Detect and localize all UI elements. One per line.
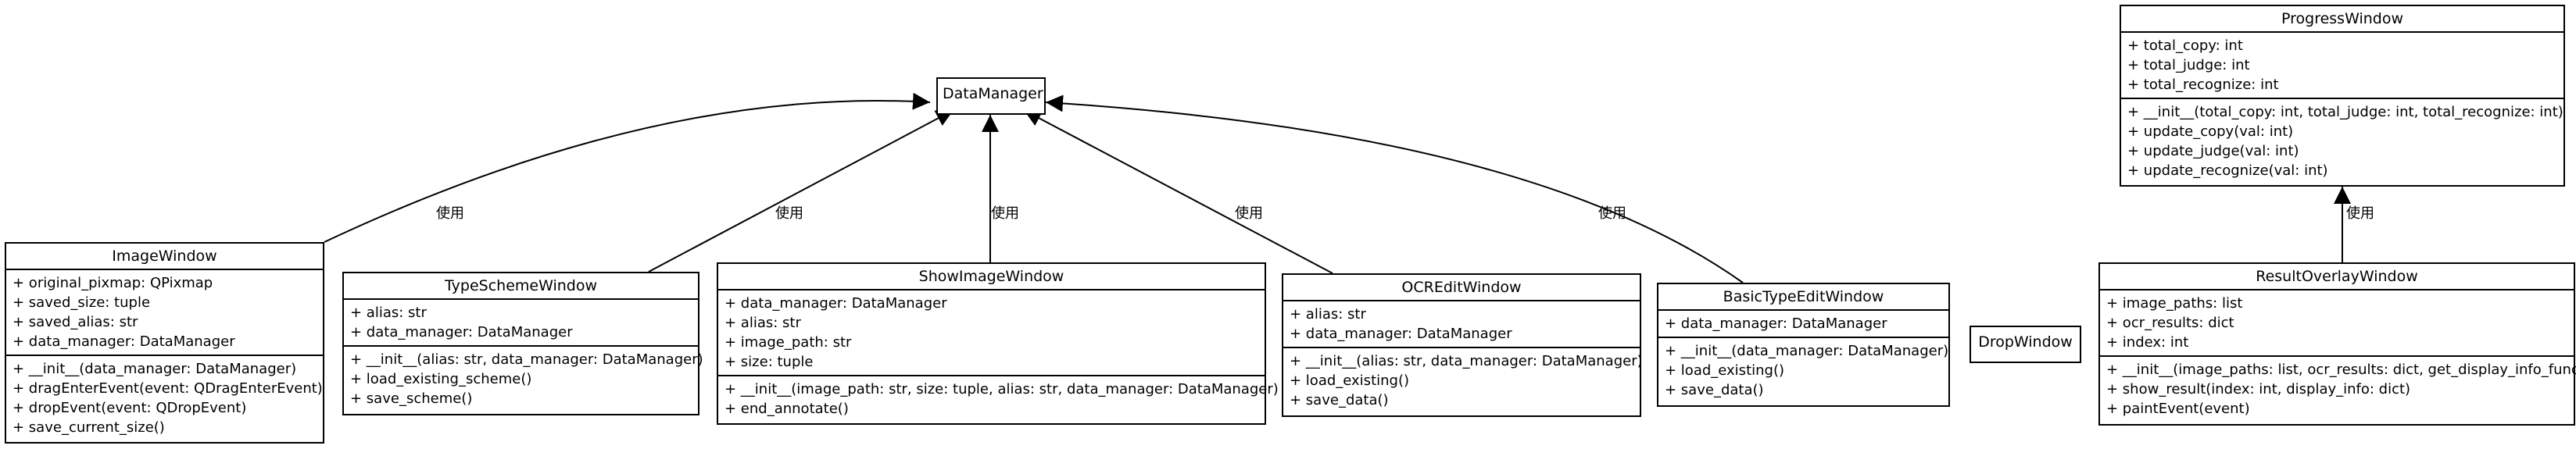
method-row: + dropEvent(event: QDropEvent) (13, 400, 247, 416)
edge-ocr-edit-window-to-data-manager (1023, 109, 1333, 274)
class-name: ShowImageWindow (918, 268, 1064, 285)
attributes-section: + original_pixmap: QPixmap + saved_size:… (6, 269, 323, 355)
attributes-section: + image_paths: list + ocr_results: dict … (2100, 289, 2574, 355)
edge-label-basic-type-edit-window: 使用 (1598, 205, 1626, 222)
method-row: + save_data() (1290, 392, 1389, 408)
class-ocr-edit-window: OCREditWindow + alias: str + data_manage… (1282, 273, 1643, 417)
edge-image-window-to-data-manager (324, 92, 931, 243)
class-show-image-window: ShowImageWindow + data_manager: DataMana… (717, 262, 1279, 425)
class-progress-window: ProgressWindow + total_copy: int + total… (2120, 5, 2565, 187)
method-row: + save_data() (1665, 382, 1764, 398)
attribute-row: + original_pixmap: QPixmap (13, 275, 213, 291)
attribute-row: + image_path: str (724, 334, 852, 351)
class-name: BasicTypeEditWindow (1723, 288, 1884, 305)
method-row: + __init__(alias: str, data_manager: Dat… (350, 351, 703, 368)
methods-section: + __init__(data_manager: DataManager) + … (6, 355, 323, 440)
method-row: + dragEnterEvent(event: QDragEnterEvent) (13, 380, 323, 397)
class-data-manager: DataManager (936, 77, 1046, 115)
methods-section: + __init__(image_path: str, size: tuple,… (718, 375, 1279, 422)
edge-type-scheme-window-to-data-manager (648, 109, 954, 273)
method-row: + __init__(total_copy: int, total_judge:… (2127, 104, 2563, 120)
method-row: + __init__(data_manager: DataManager) (1665, 343, 1949, 359)
class-result-overlay-window: ResultOverlayWindow + image_paths: list … (2098, 262, 2576, 426)
method-row: + __init__(image_path: str, size: tuple,… (724, 381, 1279, 397)
methods-section: + __init__(total_copy: int, total_judge:… (2121, 98, 2563, 184)
attribute-row: + data_manager: DataManager (1665, 315, 1887, 332)
methods-section: + __init__(alias: str, data_manager: Dat… (1283, 347, 1643, 413)
method-row: + show_result(index: int, display_info: … (2106, 381, 2411, 397)
methods-section: + __init__(image_paths: list, ocr_result… (2100, 355, 2576, 422)
class-basic-type-edit-window: BasicTypeEditWindow + data_manager: Data… (1657, 283, 1950, 407)
attribute-row: + alias: str (1290, 306, 1366, 322)
class-type-scheme-window: TypeSchemeWindow + alias: str + data_man… (342, 272, 703, 415)
class-name: TypeSchemeWindow (445, 277, 597, 294)
methods-section: + __init__(data_manager: DataManager) + … (1658, 337, 1948, 403)
attribute-row: + data_manager: DataManager (724, 295, 947, 312)
attribute-row: + data_manager: DataManager (13, 333, 235, 350)
method-row: + end_annotate() (724, 401, 849, 417)
attributes-section: + data_manager: DataManager (1658, 309, 1948, 337)
class-name: ImageWindow (112, 248, 217, 265)
method-row: + paintEvent(event) (2106, 401, 2250, 417)
attribute-row: + saved_alias: str (13, 314, 138, 330)
edge-basic-type-edit-window-to-data-manager (1045, 94, 1744, 283)
attribute-row: + alias: str (350, 305, 427, 321)
attribute-row: + total_copy: int (2127, 37, 2243, 54)
method-row: + save_scheme() (350, 390, 473, 407)
attributes-section: + data_manager: DataManager + alias: str… (718, 289, 1265, 375)
edge-label-result-overlay-window: 使用 (2346, 205, 2374, 222)
class-name: OCREditWindow (1401, 279, 1522, 296)
class-name: DataManager (943, 85, 1043, 102)
class-image-window: ImageWindow + original_pixmap: QPixmap +… (5, 242, 324, 444)
attribute-row: + data_manager: DataManager (350, 324, 573, 340)
method-row: + __init__(alias: str, data_manager: Dat… (1290, 353, 1643, 369)
class-name: ProgressWindow (2281, 10, 2403, 27)
class-name: DropWindow (1978, 333, 2073, 351)
attributes-section: + total_copy: int + total_judge: int + t… (2121, 31, 2563, 98)
method-row: + update_recognize(val: int) (2127, 162, 2328, 179)
attributes-section: + alias: str + data_manager: DataManager (1283, 300, 1640, 347)
attribute-row: + alias: str (724, 315, 801, 331)
attribute-row: + total_recognize: int (2127, 77, 2279, 93)
methods-section: + __init__(alias: str, data_manager: Dat… (344, 345, 703, 412)
attribute-row: + image_paths: list (2106, 295, 2243, 312)
edge-label-image-window: 使用 (436, 205, 464, 222)
attribute-row: + size: tuple (724, 354, 814, 370)
attribute-row: + index: int (2106, 334, 2189, 351)
class-drop-window: DropWindow (1970, 326, 2081, 363)
method-row: + load_existing_scheme() (350, 371, 532, 387)
attributes-section: + alias: str + data_manager: DataManager (344, 298, 698, 345)
edge-label-show-image-window: 使用 (991, 205, 1019, 222)
method-row: + __init__(data_manager: DataManager) (13, 361, 297, 377)
edge-label-type-scheme-window: 使用 (775, 205, 803, 222)
method-row: + load_existing() (1665, 362, 1784, 379)
attribute-row: + ocr_results: dict (2106, 315, 2234, 331)
attribute-row: + data_manager: DataManager (1290, 326, 1512, 342)
attribute-row: + total_judge: int (2127, 57, 2250, 73)
attribute-row: + saved_size: tuple (13, 294, 151, 311)
class-name: ResultOverlayWindow (2256, 268, 2418, 285)
method-row: + __init__(image_paths: list, ocr_result… (2106, 362, 2576, 378)
edge-label-ocr-edit-window: 使用 (1235, 205, 1263, 222)
method-row: + load_existing() (1290, 372, 1409, 389)
method-row: + update_judge(val: int) (2127, 143, 2299, 159)
method-row: + save_current_size() (13, 419, 165, 436)
method-row: + update_copy(val: int) (2127, 123, 2294, 140)
